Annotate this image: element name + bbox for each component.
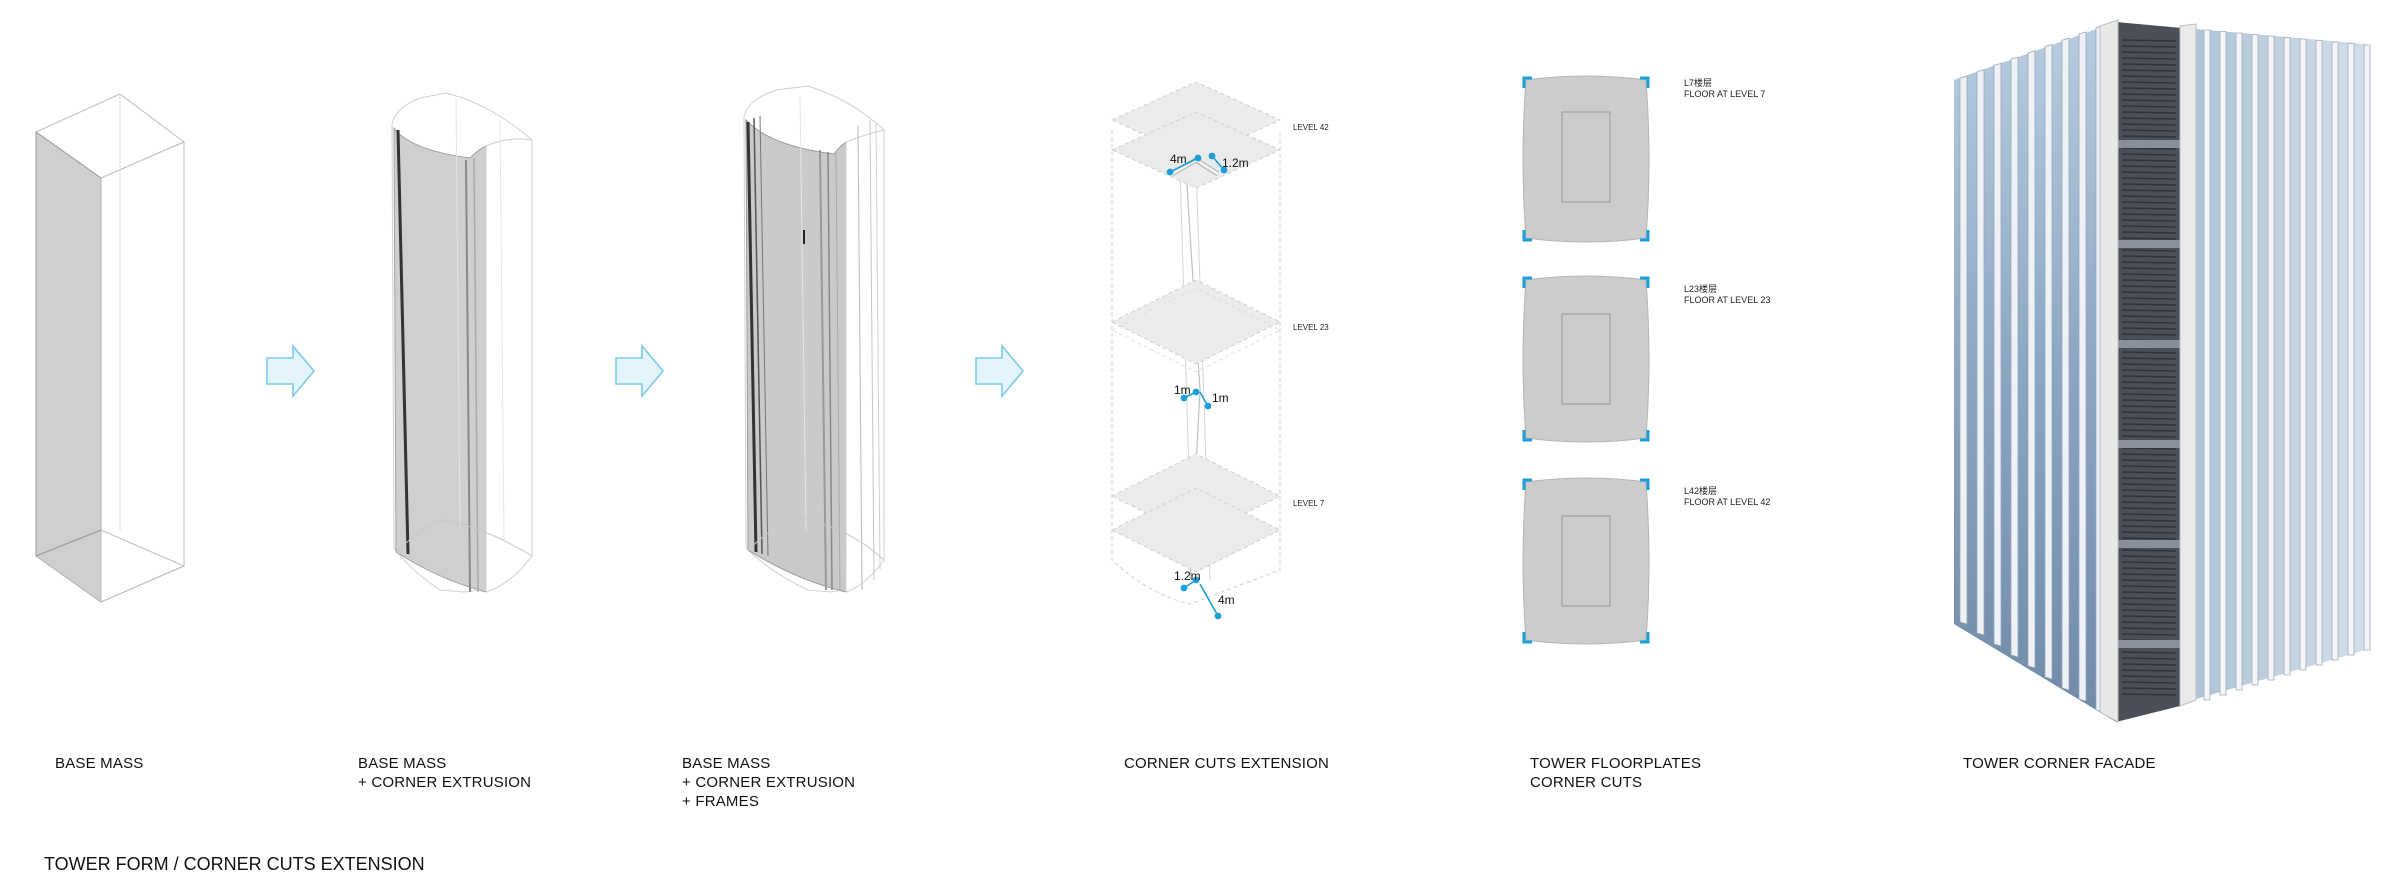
- caption-line: + CORNER EXTRUSION: [682, 774, 856, 791]
- level-7-plate: [1110, 453, 1282, 573]
- floorplate-level-23: [1522, 275, 1650, 443]
- level-23-plate: [1110, 279, 1282, 373]
- caption-corner-cuts-extension: CORNER CUTS EXTENSION: [1124, 754, 1329, 773]
- dimension-label: 1m: [1174, 383, 1191, 397]
- caption-line: CORNER CUTS EXTENSION: [1124, 755, 1330, 772]
- arrow-right-icon: [975, 343, 1025, 399]
- corner-extrusion-drawing: [391, 92, 533, 593]
- floorplate-level-42: [1522, 477, 1650, 645]
- caption-line: + FRAMES: [682, 793, 760, 810]
- dimension-label: 1m: [1212, 391, 1229, 405]
- corner-cuts-extension-drawing: 4m 1.2m 1m 1m 1.2m 4m LEVEL 42 LEVEL 23 …: [1110, 81, 1329, 620]
- caption-line: CORNER CUTS: [1530, 774, 1643, 791]
- caption-line: BASE MASS: [682, 755, 771, 772]
- caption-line: BASE MASS: [55, 755, 144, 772]
- caption-line: + CORNER EXTRUSION: [358, 774, 532, 791]
- dimension-markers: [1166, 152, 1228, 620]
- corner-louvers: [2118, 39, 2180, 696]
- dimension-label: 4m: [1170, 152, 1187, 166]
- floorplate-label-en: FLOOR AT LEVEL 7: [1684, 89, 1765, 99]
- base-mass-drawing: [34, 93, 186, 603]
- floorplate-label-en: FLOOR AT LEVEL 23: [1684, 295, 1770, 305]
- dimension-label: 1.2m: [1174, 569, 1201, 583]
- floorplate-label-cn: L23楼层: [1684, 283, 1717, 294]
- caption-corner-extrusion: BASE MASS + CORNER EXTRUSION: [358, 754, 531, 792]
- floorplates-drawing: L7楼层 FLOOR AT LEVEL 7 L23楼层 FLOOR AT LEV…: [1522, 75, 1770, 645]
- left-facade-fins: [1959, 25, 2104, 713]
- floorplate-label-en: FLOOR AT LEVEL 42: [1684, 497, 1770, 507]
- caption-tower-floorplates: TOWER FLOORPLATES CORNER CUTS: [1530, 754, 1701, 792]
- page-title: TOWER FORM / CORNER CUTS EXTENSION: [44, 854, 425, 874]
- dimension-label: 1.2m: [1222, 156, 1249, 170]
- floorplate-label-cn: L7楼层: [1684, 77, 1712, 88]
- caption-base-mass: BASE MASS: [55, 754, 144, 773]
- arrow-right-icon: [266, 343, 316, 399]
- level-label: LEVEL 7: [1293, 499, 1325, 508]
- level-42-plate: [1110, 81, 1282, 189]
- caption-line: BASE MASS: [358, 755, 447, 772]
- tower-corner-facade-image: [1954, 19, 2371, 723]
- caption-frames: BASE MASS + CORNER EXTRUSION + FRAMES: [682, 754, 855, 811]
- level-label: LEVEL 42: [1293, 123, 1329, 132]
- caption-line: TOWER CORNER FACADE: [1963, 755, 2156, 772]
- floorplate-label-cn: L42楼层: [1684, 485, 1717, 496]
- arrow-right-icon: [615, 343, 665, 399]
- level-label: LEVEL 23: [1293, 323, 1329, 332]
- frames-drawing: [743, 85, 885, 593]
- dimension-label: 4m: [1218, 593, 1235, 607]
- floorplate-level-7: [1522, 75, 1650, 243]
- caption-tower-corner-facade: TOWER CORNER FACADE: [1963, 754, 2156, 773]
- caption-line: TOWER FLOORPLATES: [1530, 755, 1702, 772]
- right-facade-fins: [2203, 29, 2371, 701]
